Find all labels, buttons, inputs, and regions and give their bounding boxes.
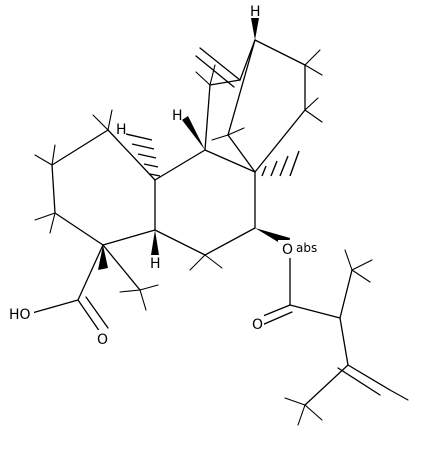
hydroxyl-label: HO (9, 307, 31, 323)
wedge-c9-h (182, 116, 205, 150)
hydrogen-label-c10-methyl: H (116, 122, 127, 138)
wedge-c13-h (251, 18, 259, 40)
hydrogen-label-c9: H (172, 108, 183, 124)
stereo-bonds (98, 18, 300, 270)
hash-c10-methyl (125, 133, 161, 177)
hydrogen-label-c5: H (150, 256, 161, 272)
hash-c8 (261, 150, 300, 177)
stereo-abs-label: abs (296, 241, 317, 255)
hydrogen-bonds (34, 49, 409, 426)
wedge-c4-methyl (98, 245, 108, 270)
carbonyl-oxygen-label: O (252, 317, 263, 333)
ester-oxygen-label: O (282, 242, 293, 258)
acid-carbonyl-oxygen-label: O (97, 332, 108, 348)
skeleton-bonds (31, 39, 391, 406)
hydrogen-label-c13: H (250, 4, 261, 20)
atom-labels: O abs O HO O H H H H (8, 4, 317, 348)
wedge-c5-h (151, 230, 159, 255)
